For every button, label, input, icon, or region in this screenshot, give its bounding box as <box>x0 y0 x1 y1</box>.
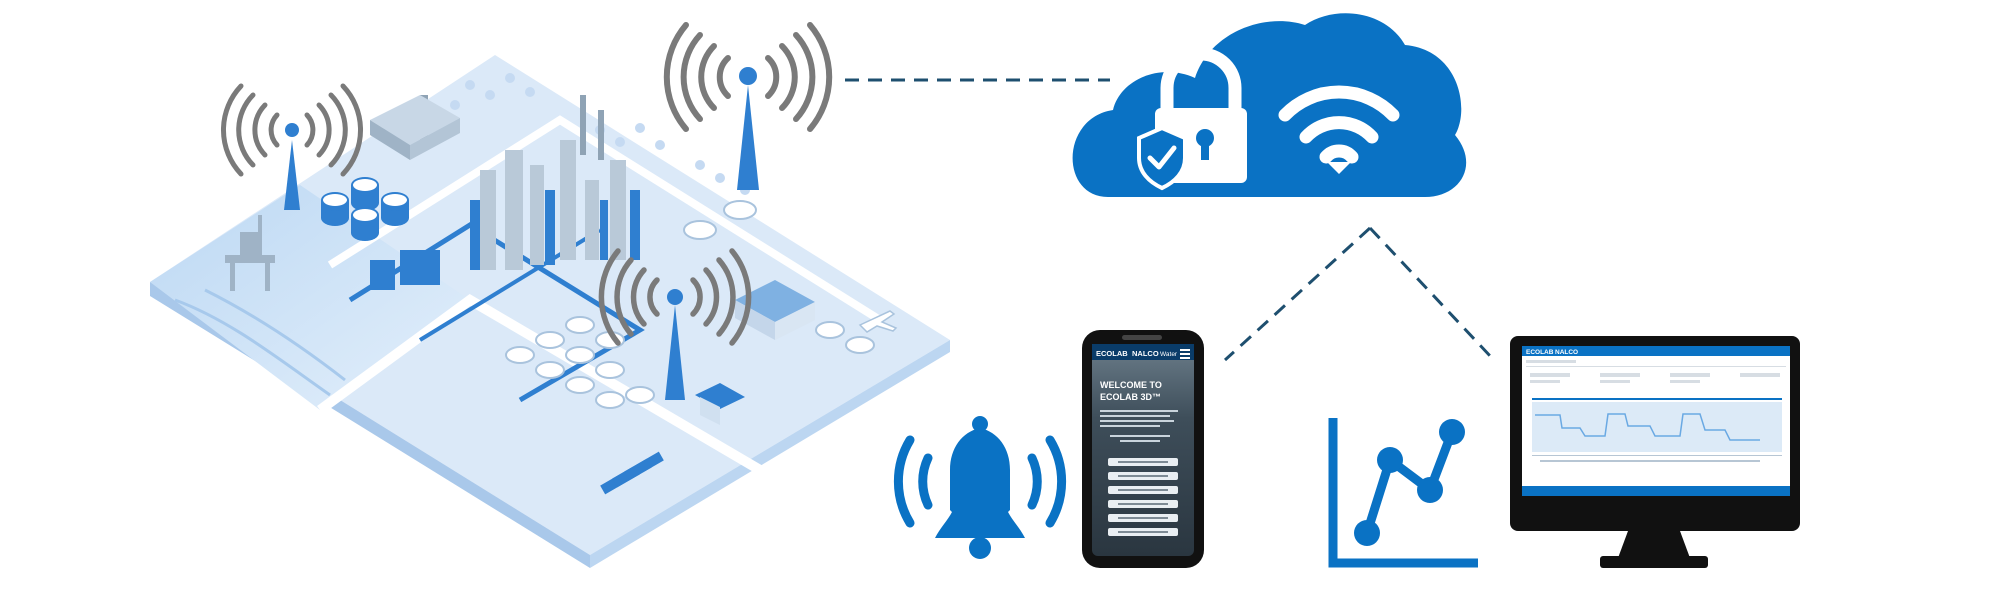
radio-tower-icon-center <box>598 248 752 400</box>
phone-screen <box>1092 344 1194 556</box>
cloud-to-monitor-connector <box>1368 226 1494 360</box>
bell-icon <box>893 416 1067 559</box>
phone-brand-tag: Water <box>1160 351 1178 358</box>
smartphone-icon: ECOLAB NALCO Water WELCOME TO ECOLAB 3D™ <box>1082 330 1204 568</box>
industrial-plant-illustration <box>150 55 950 568</box>
radio-tower-icon-top <box>663 22 833 190</box>
connector-lines <box>845 78 1494 362</box>
phone-brand-right: NALCO <box>1132 349 1159 358</box>
monitor-header <box>1522 346 1790 356</box>
radio-tower-icon-left <box>221 83 363 210</box>
line-chart-icon <box>1328 418 1478 568</box>
desktop-monitor-icon: ECOLAB NALCO <box>1510 336 1800 568</box>
cloud-to-phone-connector <box>1223 226 1372 362</box>
phone-heading-line1: WELCOME TO <box>1100 380 1162 390</box>
phone-heading-line2: ECOLAB 3D™ <box>1100 392 1161 402</box>
monitor-brand-left: ECOLAB <box>1526 349 1554 356</box>
cloud-icon <box>1072 13 1467 198</box>
phone-brand-left: ECOLAB <box>1096 349 1128 358</box>
shield-check-icon <box>1137 125 1187 191</box>
monitor-brand-right: NALCO <box>1555 349 1578 356</box>
wifi-icon <box>1278 85 1400 164</box>
monitor-chart-area <box>1532 402 1782 452</box>
